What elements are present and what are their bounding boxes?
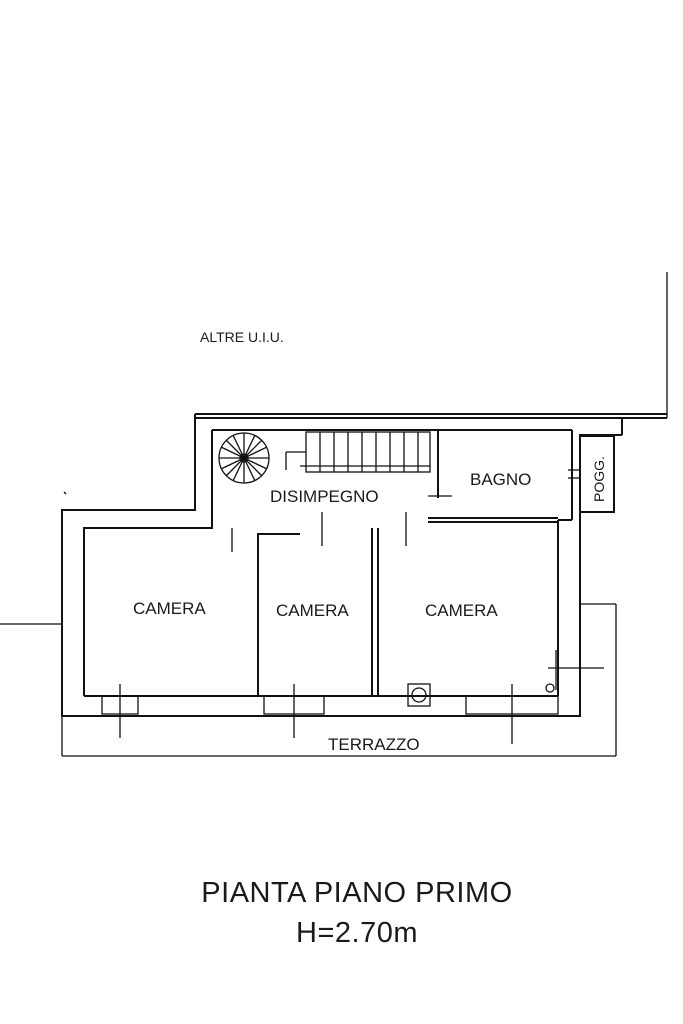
fixtures	[407, 683, 555, 707]
south-windows	[101, 684, 559, 744]
label-altre-uiu: ALTRE U.I.U.	[200, 329, 284, 345]
spiral-staircase	[218, 432, 270, 484]
straight-staircase	[285, 431, 431, 473]
label-bagno: BAGNO	[470, 470, 531, 489]
outer-walls	[61, 414, 622, 717]
label-pogg: POGG.	[591, 456, 607, 502]
label-terrazzo: TERRAZZO	[328, 735, 420, 754]
label-camera-2: CAMERA	[276, 601, 349, 620]
terrace-outline	[61, 603, 617, 757]
plan-title: PIANTA PIANO PRIMO	[201, 877, 512, 909]
boundary-lines	[0, 272, 668, 625]
label-camera-1: CAMERA	[133, 599, 206, 618]
plan-height: H=2.70m	[296, 917, 418, 949]
label-disimpegno: DISIMPEGNO	[270, 487, 379, 506]
interior-walls	[231, 430, 615, 696]
label-camera-3: CAMERA	[425, 601, 498, 620]
